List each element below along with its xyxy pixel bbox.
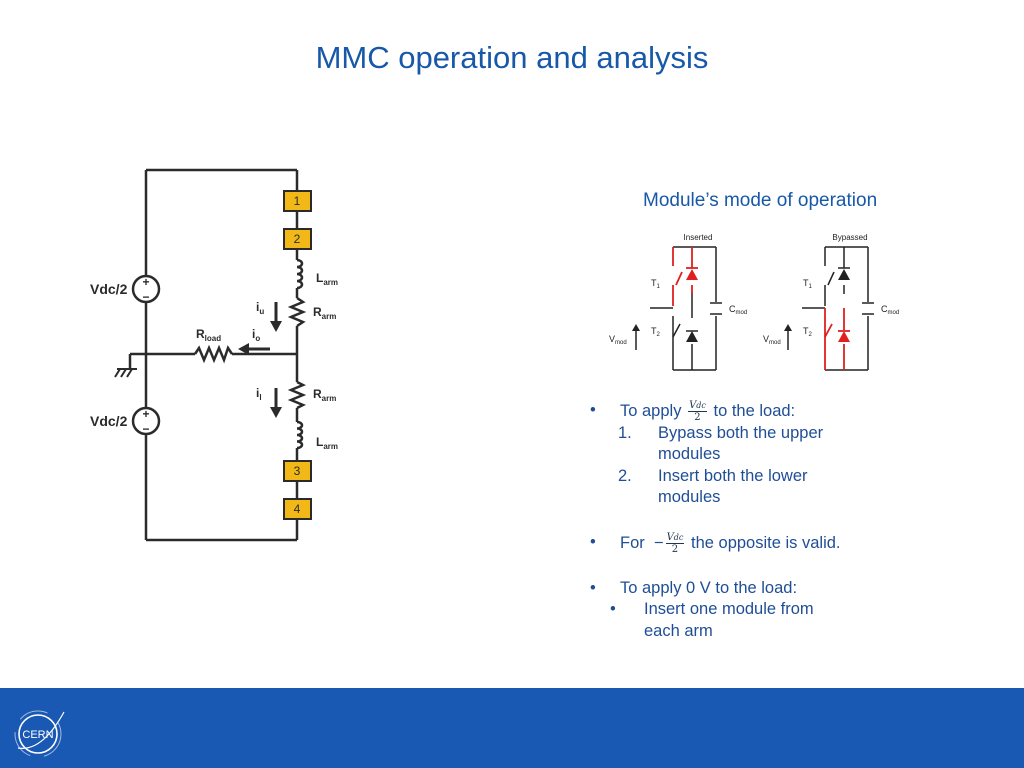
voltage-source-upper: + − bbox=[131, 274, 161, 304]
current-io-arrow bbox=[238, 343, 270, 355]
i-l-label: il bbox=[256, 386, 262, 402]
module-4: 4 bbox=[283, 498, 312, 520]
voltage-source-lower: + − bbox=[131, 406, 161, 436]
current-iu-arrow bbox=[270, 302, 282, 332]
footer-bar: CERN bbox=[0, 688, 1024, 768]
resistor-upper bbox=[287, 296, 307, 328]
module-1: 1 bbox=[283, 190, 312, 212]
bypassed-module: Bypassed T1 T2 bbox=[763, 233, 899, 371]
svg-text:−: − bbox=[142, 290, 149, 304]
resistor-lower bbox=[287, 380, 307, 410]
list-item: • Insert one module from each arm bbox=[610, 600, 814, 640]
ground-icon bbox=[114, 368, 137, 378]
svg-text:3: 3 bbox=[294, 464, 301, 478]
module-modes-diagram: Inserted T1 T2 Cmod bbox=[609, 233, 899, 371]
resistor-load bbox=[193, 344, 234, 364]
cern-logo-icon: CERN bbox=[14, 710, 65, 758]
mode-heading: Module’s mode of operation bbox=[643, 190, 878, 211]
svg-text:Inserted: Inserted bbox=[684, 233, 713, 242]
module-3: 3 bbox=[283, 460, 312, 482]
inserted-module: Inserted T1 T2 Cmod bbox=[609, 233, 747, 371]
r-load-label: Rload bbox=[196, 327, 221, 343]
svg-text:Cmod: Cmod bbox=[881, 304, 899, 316]
svg-text:Vmod: Vmod bbox=[763, 334, 781, 346]
numbered-sublist: 1. Bypass both the upper modules 2. Inse… bbox=[608, 423, 910, 509]
svg-text:4: 4 bbox=[294, 502, 301, 516]
slide-title: MMC operation and analysis bbox=[315, 40, 709, 75]
svg-text:Bypassed: Bypassed bbox=[832, 233, 867, 242]
inductor-lower bbox=[296, 420, 304, 450]
current-il-arrow bbox=[270, 388, 282, 418]
i-o-label: io bbox=[252, 327, 260, 343]
l-arm-upper-label: Larm bbox=[316, 271, 338, 287]
i-u-label: iu bbox=[256, 300, 264, 316]
inductor-upper bbox=[296, 258, 304, 290]
bullet-apply-suffix: to the load: bbox=[713, 401, 796, 420]
svg-text:+: + bbox=[142, 407, 149, 421]
source-lower-label: Vdc/2 bbox=[90, 413, 128, 429]
r-arm-upper-label: Rarm bbox=[313, 305, 336, 321]
bullet-marker: • bbox=[590, 401, 596, 419]
list-item: 1. Bypass both the upper modules bbox=[618, 424, 824, 464]
l-arm-lower-label: Larm bbox=[316, 435, 338, 451]
svg-text:CERN: CERN bbox=[22, 729, 53, 741]
mmc-circuit-diagram: + − + − Vdc/2 Vdc/2 1 2 3 4 Larm Rarm Ra… bbox=[90, 168, 338, 542]
svg-text:−: − bbox=[142, 422, 149, 436]
source-upper-label: Vdc/2 bbox=[90, 281, 128, 297]
svg-text:1: 1 bbox=[294, 194, 301, 208]
svg-text:T2: T2 bbox=[803, 326, 813, 338]
svg-text:2: 2 bbox=[294, 232, 301, 246]
svg-text:Cmod: Cmod bbox=[729, 304, 747, 316]
svg-text:+: + bbox=[142, 275, 149, 289]
list-item: 2. Insert both the lower modules bbox=[618, 466, 808, 507]
svg-text:Vmod: Vmod bbox=[609, 334, 627, 346]
r-arm-lower-label: Rarm bbox=[313, 387, 336, 403]
svg-text:T1: T1 bbox=[651, 278, 661, 290]
svg-text:T1: T1 bbox=[803, 278, 813, 290]
svg-text:T2: T2 bbox=[651, 326, 661, 338]
bullet-zero-volt: • To apply 0 V to the load: bbox=[590, 578, 798, 597]
module-2: 2 bbox=[283, 228, 312, 250]
bullet-apply-prefix: To apply bbox=[620, 401, 682, 420]
